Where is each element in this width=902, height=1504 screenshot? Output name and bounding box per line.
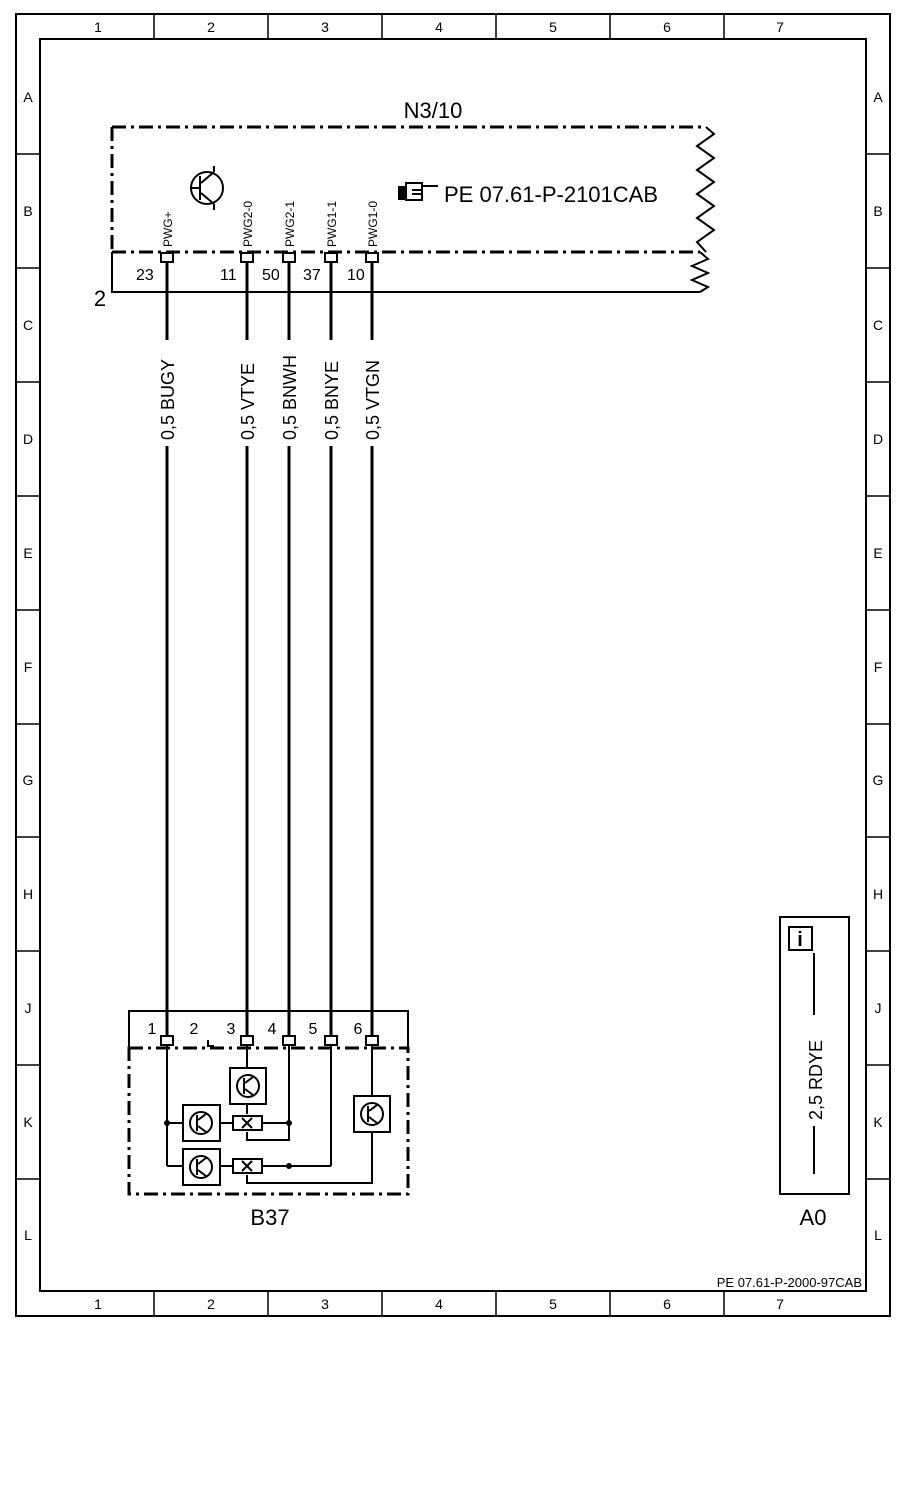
row-label: F bbox=[874, 659, 883, 675]
break-edge-housing bbox=[689, 251, 711, 293]
row-label: H bbox=[23, 886, 33, 902]
pin-number: 23 bbox=[136, 267, 154, 284]
module-bottom-id: B37 bbox=[250, 1205, 289, 1230]
col-label: 2 bbox=[207, 1296, 215, 1312]
module-reference: PE 07.61-P-2101CAB bbox=[444, 182, 658, 207]
pin-name: PWG1-0 bbox=[366, 201, 380, 247]
row-label: B bbox=[873, 203, 882, 219]
wire-label: 0,5 BNWH bbox=[280, 355, 300, 440]
col-label: 7 bbox=[776, 19, 784, 35]
transistor-icon bbox=[190, 166, 224, 210]
wire-label: 0,5 BUGY bbox=[158, 359, 178, 440]
pin-name: PWG2-0 bbox=[241, 201, 255, 247]
row-label: C bbox=[23, 317, 33, 333]
pin-number: 4 bbox=[268, 1021, 277, 1038]
transistor-icon bbox=[182, 1104, 221, 1142]
row-label: J bbox=[875, 1000, 882, 1016]
row-labels-left: A B C D E F G H J K L bbox=[23, 89, 34, 1243]
wire-labels: 0,5 BUGY 0,5 VTYE 0,5 BNWH 0,5 BNYE 0,5 … bbox=[158, 355, 383, 440]
row-labels-right: A B C D E F G H J K L bbox=[873, 89, 884, 1243]
col-label: 7 bbox=[776, 1296, 784, 1312]
resistor-x-icon bbox=[232, 1115, 263, 1131]
pin-number: 5 bbox=[309, 1021, 318, 1038]
row-label: K bbox=[23, 1114, 33, 1130]
inner-frame bbox=[39, 38, 867, 1292]
col-label: 6 bbox=[663, 1296, 671, 1312]
pin-number: 1 bbox=[148, 1021, 157, 1038]
resistor-x-icon bbox=[232, 1158, 263, 1174]
column-labels-top: 1 2 3 4 5 6 7 bbox=[94, 19, 784, 35]
wire-label: 0,5 VTYE bbox=[238, 363, 258, 440]
pin-number: 6 bbox=[354, 1021, 363, 1038]
row-label: K bbox=[873, 1114, 883, 1130]
module-top-id: N3/10 bbox=[404, 98, 463, 123]
footer-reference: PE 07.61-P-2000-97CAB bbox=[717, 1275, 862, 1290]
transistor-icon bbox=[182, 1148, 221, 1186]
col-label: 4 bbox=[435, 1296, 443, 1312]
outer-frame bbox=[15, 13, 891, 1317]
pin-number: 11 bbox=[220, 267, 237, 284]
module-n3-10: N3/10 2 PE 07.61-P-2101CAB bbox=[94, 98, 716, 311]
col-label: 2 bbox=[207, 19, 215, 35]
info-box-id: A0 bbox=[800, 1205, 827, 1230]
row-label: C bbox=[873, 317, 883, 333]
col-label: 1 bbox=[94, 1296, 102, 1312]
module-b37: 1 2 3 4 5 6 bbox=[127, 1010, 410, 1230]
connector-pins-top bbox=[160, 252, 379, 263]
row-label: D bbox=[23, 431, 33, 447]
col-label: 5 bbox=[549, 19, 557, 35]
wires bbox=[165, 262, 374, 1036]
row-label: E bbox=[873, 545, 882, 561]
col-label: 5 bbox=[549, 1296, 557, 1312]
row-label: A bbox=[23, 89, 33, 105]
break-edge-top bbox=[695, 126, 716, 253]
ground-label: 2 bbox=[94, 286, 106, 311]
transistor-icon bbox=[229, 1067, 267, 1105]
svg-text:i: i bbox=[797, 929, 803, 951]
row-label: G bbox=[873, 772, 884, 788]
row-dividers bbox=[16, 153, 890, 1180]
row-label: J bbox=[25, 1000, 32, 1016]
column-dividers bbox=[153, 14, 725, 1316]
transistor-icon bbox=[353, 1095, 391, 1133]
col-label: 1 bbox=[94, 19, 102, 35]
pin-number: 50 bbox=[262, 267, 280, 284]
col-label: 4 bbox=[435, 19, 443, 35]
row-label: L bbox=[24, 1227, 32, 1243]
pin-name: PWG1-1 bbox=[325, 201, 339, 247]
pin-number: 10 bbox=[347, 267, 365, 284]
row-label: H bbox=[873, 886, 883, 902]
wire-label: 0,5 VTGN bbox=[363, 360, 383, 440]
pin-number: 37 bbox=[303, 267, 321, 284]
wire-label: 0,5 BNYE bbox=[322, 361, 342, 440]
row-label: F bbox=[24, 659, 33, 675]
row-label: D bbox=[873, 431, 883, 447]
connector-pin-labels: 1 2 3 4 5 6 bbox=[148, 1021, 363, 1038]
pin-name: PWG+ bbox=[161, 211, 175, 247]
info-box-a0: i 2,5 RDYE A0 bbox=[779, 916, 850, 1230]
info-wire-label: 2,5 RDYE bbox=[806, 1040, 826, 1120]
col-label: 3 bbox=[321, 1296, 329, 1312]
row-label: G bbox=[23, 772, 34, 788]
row-label: A bbox=[873, 89, 883, 105]
pin-names: PWG+ PWG2-0 PWG2-1 PWG1-1 PWG1-0 bbox=[161, 201, 380, 247]
column-labels-bottom: 1 2 3 4 5 6 7 bbox=[94, 1296, 784, 1312]
col-label: 6 bbox=[663, 19, 671, 35]
pin-number: 2 bbox=[190, 1021, 199, 1038]
info-icon: i bbox=[788, 926, 813, 951]
row-label: L bbox=[874, 1227, 882, 1243]
col-label: 3 bbox=[321, 19, 329, 35]
row-label: B bbox=[23, 203, 32, 219]
pin-number: 3 bbox=[227, 1021, 236, 1038]
pointing-hand-icon bbox=[398, 182, 438, 201]
pin-name: PWG2-1 bbox=[283, 201, 297, 247]
pin-numbers: 23 11 50 37 10 bbox=[136, 267, 365, 284]
row-label: E bbox=[23, 545, 32, 561]
